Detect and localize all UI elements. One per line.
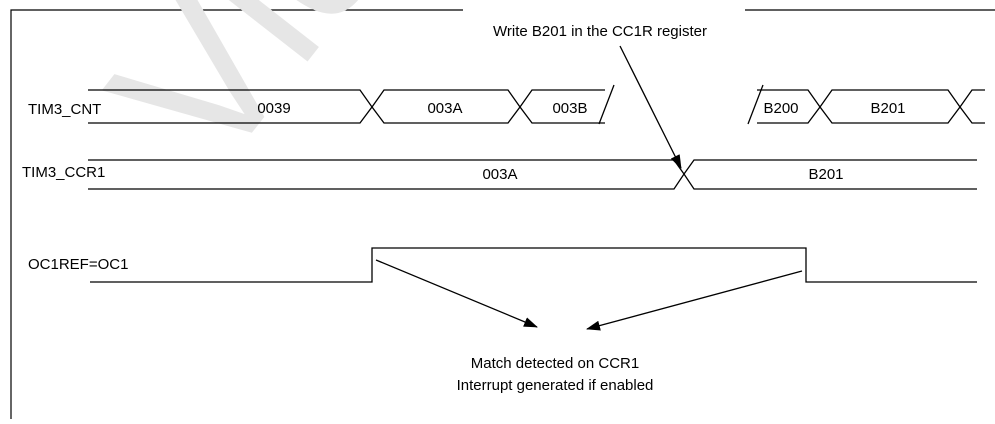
oc1ref-label: OC1REF=OC1 bbox=[28, 256, 128, 273]
cnt-waveform bbox=[88, 84, 985, 125]
ccr1-value-1: B201 bbox=[808, 166, 843, 183]
write-arrow bbox=[619, 45, 682, 169]
match-note-line1: Match detected on CCR1 bbox=[471, 355, 639, 372]
cnt-value-2: 003B bbox=[552, 100, 587, 117]
oc1ref-waveform bbox=[90, 247, 977, 283]
match-arrow-right bbox=[586, 270, 803, 331]
cnt-value-3: B200 bbox=[763, 100, 798, 117]
watermark: Vidya Com bbox=[65, 0, 880, 208]
cnt-value-1: 003A bbox=[427, 100, 462, 117]
diagram-frame bbox=[10, 9, 995, 419]
ccr1-value-0: 003A bbox=[482, 166, 517, 183]
cnt-label: TIM3_CNT bbox=[28, 101, 101, 118]
write-note: Write B201 in the CC1R register bbox=[493, 23, 707, 40]
ccr1-waveform bbox=[88, 159, 977, 190]
match-note-line2: Interrupt generated if enabled bbox=[457, 377, 654, 394]
ccr1-label: TIM3_CCR1 bbox=[22, 164, 105, 181]
watermark-text: Vidya Com bbox=[65, 0, 880, 208]
match-arrow-left bbox=[375, 259, 538, 328]
cnt-value-0: 0039 bbox=[257, 100, 290, 117]
cnt-value-4: B201 bbox=[870, 100, 905, 117]
